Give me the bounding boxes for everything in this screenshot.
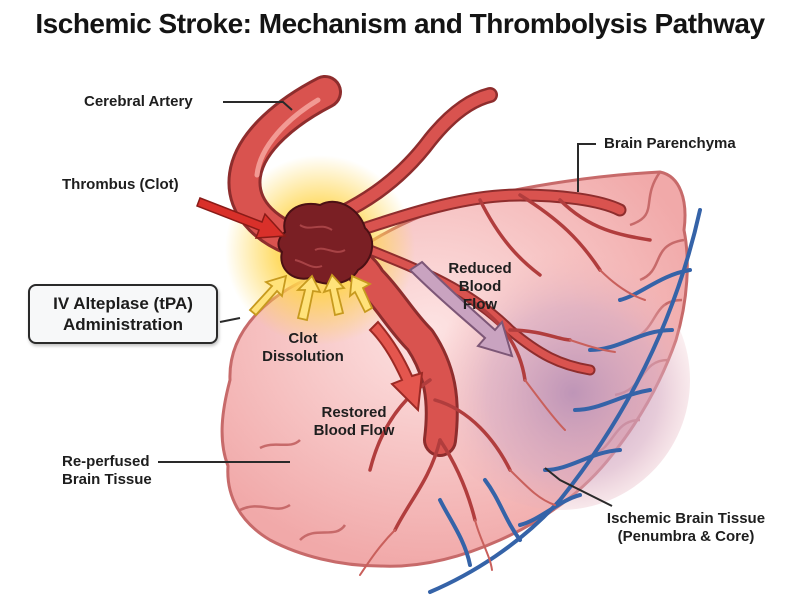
clot-dissolution-line-2: Dissolution [262,348,344,365]
ischemic-line-2: (Penumbra & Core) [617,528,755,545]
reduced-flow-line-2: Blood [458,278,502,295]
cerebral-artery-label: Cerebral Artery [84,93,193,111]
thrombus-clot [277,200,374,285]
brain-parenchyma-label: Brain Parenchyma [604,135,736,153]
arteriole-network [368,193,652,532]
reduced-flow-line-1: Reduced [448,260,512,277]
restored-flow-label: Restored Blood Flow [296,404,412,440]
restored-flow-arrow [368,320,424,413]
leader-lines [158,101,613,507]
tpa-line-1: IV Alteplase (tPA) [53,294,193,313]
reduced-flow-line-3: Flow [462,296,498,313]
tpa-administration-box: IV Alteplase (tPA) Administration [28,284,218,344]
thrombus-pointer-arrow [196,197,287,239]
reperfused-line-2: Brain Tissue [62,471,152,488]
dissolution-arrows [248,273,374,322]
reperfused-line-1: Re-perfused [62,453,150,470]
clot-dissolution-label: Clot Dissolution [248,330,358,366]
tpa-line-2: Administration [63,315,183,334]
page-title: Ischemic Stroke: Mechanism and Thromboly… [35,8,765,39]
thrombus-label: Thrombus (Clot) [62,176,179,194]
clot-dissolution-line-1: Clot [288,330,318,347]
brain-parenchyma-text: Brain Parenchyma [604,135,736,152]
reduced-flow-arrow [408,260,514,358]
ischemic-line-1: Ischemic Brain Tissue [606,510,766,527]
reperfused-tissue-label: Re-perfused Brain Tissue [62,453,152,489]
reduced-flow-label: Reduced Blood Flow [432,260,528,314]
ischemic-tissue-label: Ischemic Brain Tissue (Penumbra & Core) [588,510,784,546]
thrombus-text: Thrombus (Clot) [62,176,179,193]
restored-flow-line-2: Blood Flow [313,422,395,439]
cerebral-artery-text: Cerebral Artery [84,93,193,110]
restored-flow-line-1: Restored [321,404,387,421]
thin-capillaries [359,269,646,576]
